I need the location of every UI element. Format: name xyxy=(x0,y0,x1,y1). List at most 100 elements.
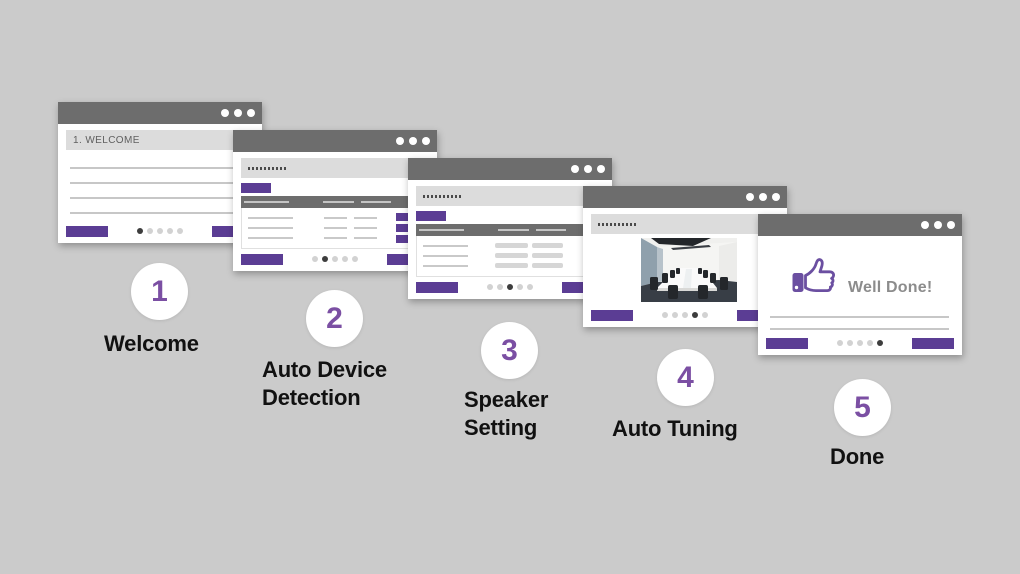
text-line-placeholder xyxy=(70,197,249,199)
step-number-1: 1 xyxy=(131,263,188,320)
page-dot-active xyxy=(692,312,698,318)
page-header-bar xyxy=(591,214,779,234)
page-dot xyxy=(352,256,358,262)
page-dot-active xyxy=(877,340,883,346)
text-line-placeholder xyxy=(770,316,949,318)
window-control-dot-icon xyxy=(247,109,255,117)
cell-text-placeholder xyxy=(248,217,293,219)
back-button-placeholder xyxy=(66,226,108,237)
level-bar-placeholder xyxy=(495,263,528,268)
text-line-placeholder xyxy=(70,167,249,169)
step-label-speaker-setting: Speaker Setting xyxy=(464,387,549,440)
table-header xyxy=(241,196,429,208)
step-number-2: 2 xyxy=(306,290,363,347)
page-dot xyxy=(332,256,338,262)
window-titlebar xyxy=(58,102,262,124)
pagination-dots xyxy=(233,256,437,262)
dotted-title-placeholder xyxy=(598,222,638,226)
step-label-auto-tuning: Auto Tuning xyxy=(612,416,738,441)
column-label-placeholder xyxy=(323,201,354,203)
window-control-dot-icon xyxy=(597,165,605,173)
cell-text-placeholder xyxy=(423,255,468,257)
step-label-done: Done xyxy=(830,444,885,469)
column-label-placeholder xyxy=(244,201,289,203)
page-dot xyxy=(497,284,503,290)
page-dot xyxy=(837,340,843,346)
page-dot xyxy=(527,284,533,290)
window-speaker-setting xyxy=(408,158,612,299)
window-titlebar xyxy=(233,130,437,152)
page-dot xyxy=(487,284,493,290)
page-header-bar xyxy=(241,158,429,178)
window-content xyxy=(408,180,612,299)
page-dot xyxy=(177,228,183,234)
pagination-dots xyxy=(408,284,612,290)
window-control-dot-icon xyxy=(234,109,242,117)
level-bar-placeholder xyxy=(532,243,563,248)
window-titlebar xyxy=(758,214,962,236)
level-bar-placeholder xyxy=(495,243,528,248)
page-dot xyxy=(517,284,523,290)
page-dot-active xyxy=(507,284,513,290)
column-label-placeholder xyxy=(361,201,391,203)
back-button-placeholder xyxy=(591,310,633,321)
level-bar-placeholder xyxy=(532,263,563,268)
pagination-dots xyxy=(583,312,787,318)
text-line-placeholder xyxy=(70,182,249,184)
page-header-title: 1. WELCOME xyxy=(73,134,140,146)
window-control-dot-icon xyxy=(947,221,955,229)
cell-text-placeholder xyxy=(423,265,468,267)
page-header-bar xyxy=(416,186,604,206)
column-label-placeholder xyxy=(419,229,464,231)
window-auto-device-detection xyxy=(233,130,437,271)
finish-button-placeholder xyxy=(912,338,954,349)
level-bar-placeholder xyxy=(532,253,563,258)
cell-text-placeholder xyxy=(324,237,347,239)
dotted-title-placeholder xyxy=(423,194,463,198)
column-label-placeholder xyxy=(536,229,566,231)
page-dot xyxy=(662,312,668,318)
back-button-placeholder xyxy=(416,282,458,293)
page-header-bar: 1. WELCOME xyxy=(66,130,254,150)
cell-text-placeholder xyxy=(354,217,377,219)
page-dot-active xyxy=(137,228,143,234)
window-control-dot-icon xyxy=(772,193,780,201)
window-control-dot-icon xyxy=(934,221,942,229)
cell-text-placeholder xyxy=(324,227,347,229)
window-done: Well Done! xyxy=(758,214,962,355)
well-done-message: Well Done! xyxy=(848,279,933,296)
window-control-dot-icon xyxy=(221,109,229,117)
window-control-dot-icon xyxy=(396,137,404,145)
window-control-dot-icon xyxy=(921,221,929,229)
window-control-dot-icon xyxy=(584,165,592,173)
cell-text-placeholder xyxy=(423,245,468,247)
step-label-auto-device-detection: Auto Device Detection xyxy=(262,357,387,410)
window-titlebar xyxy=(408,158,612,180)
table-body xyxy=(241,208,429,249)
page-dot xyxy=(702,312,708,318)
step-label-welcome: Welcome xyxy=(104,331,199,356)
cell-text-placeholder xyxy=(248,237,293,239)
dotted-title-placeholder xyxy=(248,166,288,170)
speaker-table xyxy=(416,224,604,277)
step-number-4: 4 xyxy=(657,349,714,406)
page-dot xyxy=(147,228,153,234)
page-dot xyxy=(867,340,873,346)
window-welcome: 1. WELCOME xyxy=(58,102,262,243)
window-control-dot-icon xyxy=(759,193,767,201)
scan-button-placeholder xyxy=(241,183,271,193)
cell-text-placeholder xyxy=(354,227,377,229)
page-dot xyxy=(312,256,318,262)
level-bar-placeholder xyxy=(495,253,528,258)
window-titlebar xyxy=(583,186,787,208)
meeting-room-photo xyxy=(641,238,737,302)
text-line-placeholder xyxy=(70,212,249,214)
cell-text-placeholder xyxy=(354,237,377,239)
page-dot-active xyxy=(322,256,328,262)
window-content xyxy=(583,208,787,327)
window-control-dot-icon xyxy=(571,165,579,173)
cell-text-placeholder xyxy=(324,217,347,219)
setting-button-placeholder xyxy=(416,211,446,221)
page-dot xyxy=(682,312,688,318)
page-dot xyxy=(672,312,678,318)
